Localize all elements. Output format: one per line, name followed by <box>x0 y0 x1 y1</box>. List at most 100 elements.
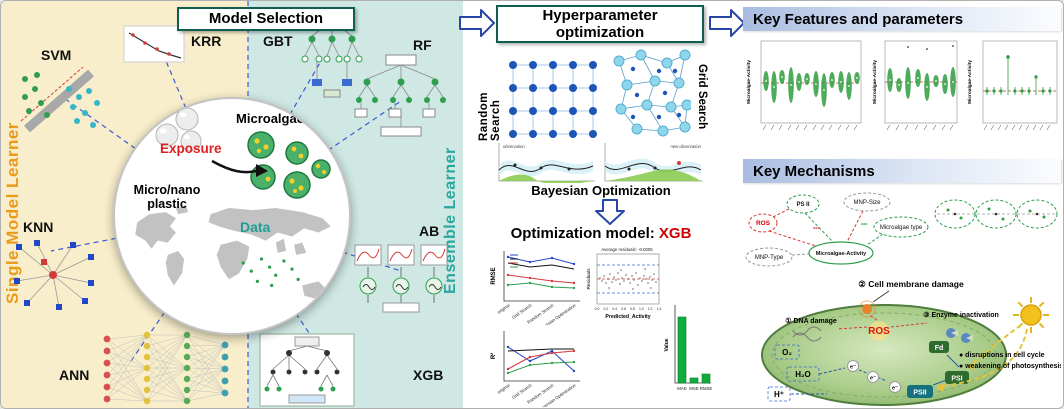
h2o-label: H₂O <box>795 370 811 379</box>
r2-xtick-3: Bayesian Optimization <box>539 382 577 407</box>
scatter-xtick-6: 1.2 <box>648 307 653 311</box>
scatter-xtick-4: 0.8 <box>630 307 635 311</box>
hyperparameter-header: Hyperparameter optimization <box>496 5 704 43</box>
optimization-model-value: XGB <box>658 225 692 242</box>
exposure-arrow-icon <box>211 159 268 177</box>
krr-label: KRR <box>191 33 222 49</box>
bayesian-annotation-left: observation <box>503 144 525 149</box>
scatter-title: Average residuals: -0.0005 <box>601 247 653 252</box>
rmse-chart: RMSE original Grid Search Random Search … <box>491 251 580 325</box>
svm-label: SVM <box>41 47 72 63</box>
psii-label: PSII <box>913 390 926 397</box>
bayesian-optimization-label: Bayesian Optimization <box>531 183 671 198</box>
hyperparameter-title-line1: Hyperparameter <box>542 6 658 24</box>
mechanism-bullet-2: ● weakening of photosynthesis <box>959 363 1061 370</box>
down-arrow-icon <box>595 199 625 225</box>
sunlight-arrows-icon <box>936 324 1028 392</box>
violin3-ylabel: Microalgae-Activity <box>967 60 973 104</box>
electron-icons: e⁻ e⁻ e⁻ <box>847 360 901 393</box>
bayesian-chart-1-icon: observation <box>498 143 595 183</box>
bar-ylabel: Value <box>664 338 670 351</box>
membrane-damage-label: ② Cell membrane damage <box>858 279 964 289</box>
xgb-label: XGB <box>413 367 444 383</box>
node-activity-label: Microalgae-Activity <box>816 251 867 257</box>
scatter-ylabel: Residuals <box>586 268 592 290</box>
gbt-label: GBT <box>263 33 293 49</box>
plastic-label-line2: plastic <box>147 197 187 212</box>
r2-ylabel: R² <box>490 353 497 359</box>
membrane-damage-burst-icon <box>858 300 876 318</box>
scatter-xtick-0: 0.0 <box>595 307 600 311</box>
significance-mark-2: *** <box>861 223 868 229</box>
mechanism-bullet-1: ● disruptions in cell cycle <box>959 352 1045 359</box>
dna-damage-label: ① DNA damage <box>785 317 837 325</box>
knn-label: KNN <box>23 219 54 235</box>
scatter-xtick-7: 1.4 <box>657 307 662 311</box>
o2-label: O₂ <box>782 348 792 357</box>
psi-label: PSI <box>951 376 962 383</box>
node-mnp-type-label: MNP-Type <box>755 255 784 261</box>
hyperparameter-title-line2: optimization <box>555 24 645 41</box>
random-search-grid-icon <box>509 61 597 138</box>
r2-chart: R² original Grid Search Random Search Ba… <box>490 331 580 407</box>
h-plus-label: H⁺ <box>774 390 784 399</box>
violin2-ylabel: Microalgae-Activity <box>872 60 878 104</box>
ab-label: AB <box>419 223 440 239</box>
optimization-model-prefix: Optimization model: <box>510 225 659 242</box>
bar-cat-1: MSE <box>689 386 699 391</box>
microalgae-cells-icon <box>247 131 331 199</box>
bayesian-annotation-right: new observation <box>671 144 702 149</box>
electron-label-2: e⁻ <box>870 376 876 382</box>
metrics-bar-chart: MAE MSE RMSE Value <box>664 305 713 391</box>
node-ros-label: ROS <box>756 220 771 227</box>
scatter-xtick-2: 0.4 <box>612 307 617 311</box>
key-features-header: Key Features and parameters <box>743 7 1061 31</box>
exposure-label: Exposure <box>160 141 222 156</box>
residuals-scatter-chart: Average residuals: -0.0005 0.0 0.2 0.4 0… <box>586 247 662 320</box>
xgb-tree-icon <box>259 333 355 407</box>
dna-helix-icon <box>792 326 822 342</box>
electron-label-1: e⁻ <box>850 365 856 371</box>
bar-cat-2: RMSE <box>700 386 713 391</box>
scatter-xlabel: Predicted_Activity <box>605 314 650 320</box>
ann-network-icon <box>103 331 229 405</box>
rmse-ylabel: RMSE <box>491 267 497 284</box>
data-label: Data <box>240 219 271 235</box>
enzyme-inactivation-label: ③ Enzyme inactivation <box>923 311 999 319</box>
world-map-icon <box>135 206 331 300</box>
enzyme-icon <box>946 328 973 343</box>
significance-mark-1: *** <box>813 227 820 233</box>
key-mechanisms-header: Key Mechanisms <box>743 159 1061 183</box>
microalgae-label: Microalgae <box>236 111 304 126</box>
svm-scatter-icon <box>20 66 100 133</box>
scatter-xtick-1: 0.2 <box>604 307 609 311</box>
rf-tree-icon <box>354 54 446 137</box>
fd-label: Fd <box>935 345 944 352</box>
node-ps2-label: PS II <box>796 202 809 208</box>
grid-search-label: Grid Search <box>696 64 708 130</box>
krr-chart-icon <box>123 25 185 63</box>
violin-chart-1: Microalgae-Activity <box>746 40 862 131</box>
ros-label: ROS <box>868 326 890 337</box>
cell-diagram: ② Cell membrane damage ROS ① DNA damage … <box>761 279 1061 406</box>
scatter-xtick-3: 0.6 <box>621 307 626 311</box>
node-algae-type-label: Microalgae type <box>880 225 923 231</box>
r2-xtick-0: original <box>496 383 510 395</box>
grid-search-network-icon <box>613 49 691 137</box>
correlation-chain-icon <box>934 199 1058 229</box>
ann-label: ANN <box>59 367 90 383</box>
bayesian-chart-2-icon: new observation <box>604 143 703 182</box>
scatter-xtick-5: 1.0 <box>639 307 644 311</box>
data-circle: Microalgae Exposure Micro/nano plastic D… <box>113 97 351 335</box>
knn-graph-icon <box>14 240 94 310</box>
electron-label-3: e⁻ <box>892 386 898 392</box>
model-selection-header: Model Selection <box>177 7 355 31</box>
rmse-xtick-0: original <box>496 303 510 315</box>
flow-arrow-1-icon <box>459 9 495 37</box>
violin1-ylabel: Microalgae-Activity <box>746 60 752 104</box>
bar-cat-0: MAE <box>677 386 687 391</box>
plastic-label: Micro/nano plastic <box>117 183 217 212</box>
plastic-spheres-icon <box>155 107 202 152</box>
ab-boosting-icon <box>354 244 448 313</box>
